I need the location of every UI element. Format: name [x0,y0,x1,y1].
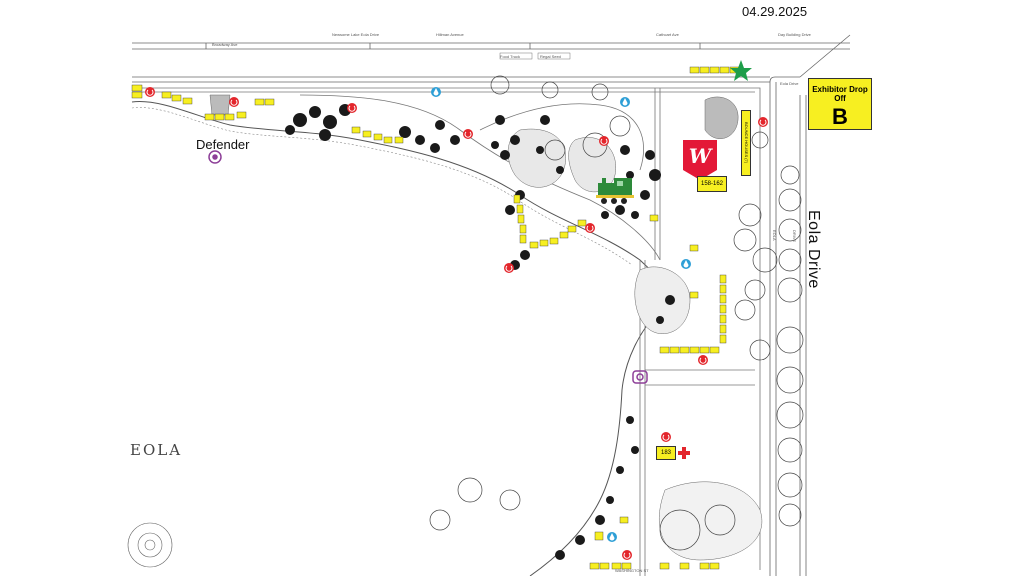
svg-text:Day Building Drive: Day Building Drive [778,32,812,37]
regal-seed-label: Regal Seed [540,54,561,59]
booth-183: 183 [656,446,676,460]
svg-text:W: W [689,144,714,168]
food-truck-label: Food Truck [500,54,521,59]
exhibitor-drop-off-sign: Exhibitor Drop Off B [808,78,872,130]
booths [131,66,740,570]
svg-text:Newsome Lake Eola Drive: Newsome Lake Eola Drive [332,32,380,37]
trees [285,104,675,560]
walgreens-booth-range: 158-162 [697,176,727,192]
washington-st-label: WASHINGTON ST [615,568,649,573]
svg-text:Eola Drive: Eola Drive [780,81,799,86]
planting-beds [209,94,763,561]
lake-eola-label: EOLA [130,441,183,459]
svg-text:Broadway Ave: Broadway Ave [212,42,238,47]
camera-icon [632,370,648,384]
svg-text:Cathcart Ave: Cathcart Ave [656,32,680,37]
camera-icon [208,150,222,164]
drop-off-title: Exhibitor Drop Off [812,85,868,103]
top-road [132,34,851,83]
drive-vertical-label: DRIVE [792,230,797,243]
eola-drive-road [769,76,807,576]
walgreens-logo: W [683,140,717,180]
shoreline [131,100,669,576]
eola-drive-label: Eola Drive [805,210,822,289]
camera-icons [208,150,648,384]
bounce-houses-label: BOUNCE HOUSES (7) [741,110,751,176]
map-date: 04.29.2025 [742,4,808,19]
outline-trees [429,75,804,551]
first-aid-icon [678,447,690,459]
defender-label: Defender [196,137,250,152]
svg-text:Hillman Avenue: Hillman Avenue [436,32,464,37]
drop-off-letter: B [832,104,848,129]
star-icon [730,60,752,81]
fountain [127,522,173,568]
eola-vertical-label: EOLA [772,230,777,241]
train-icon [596,178,634,204]
